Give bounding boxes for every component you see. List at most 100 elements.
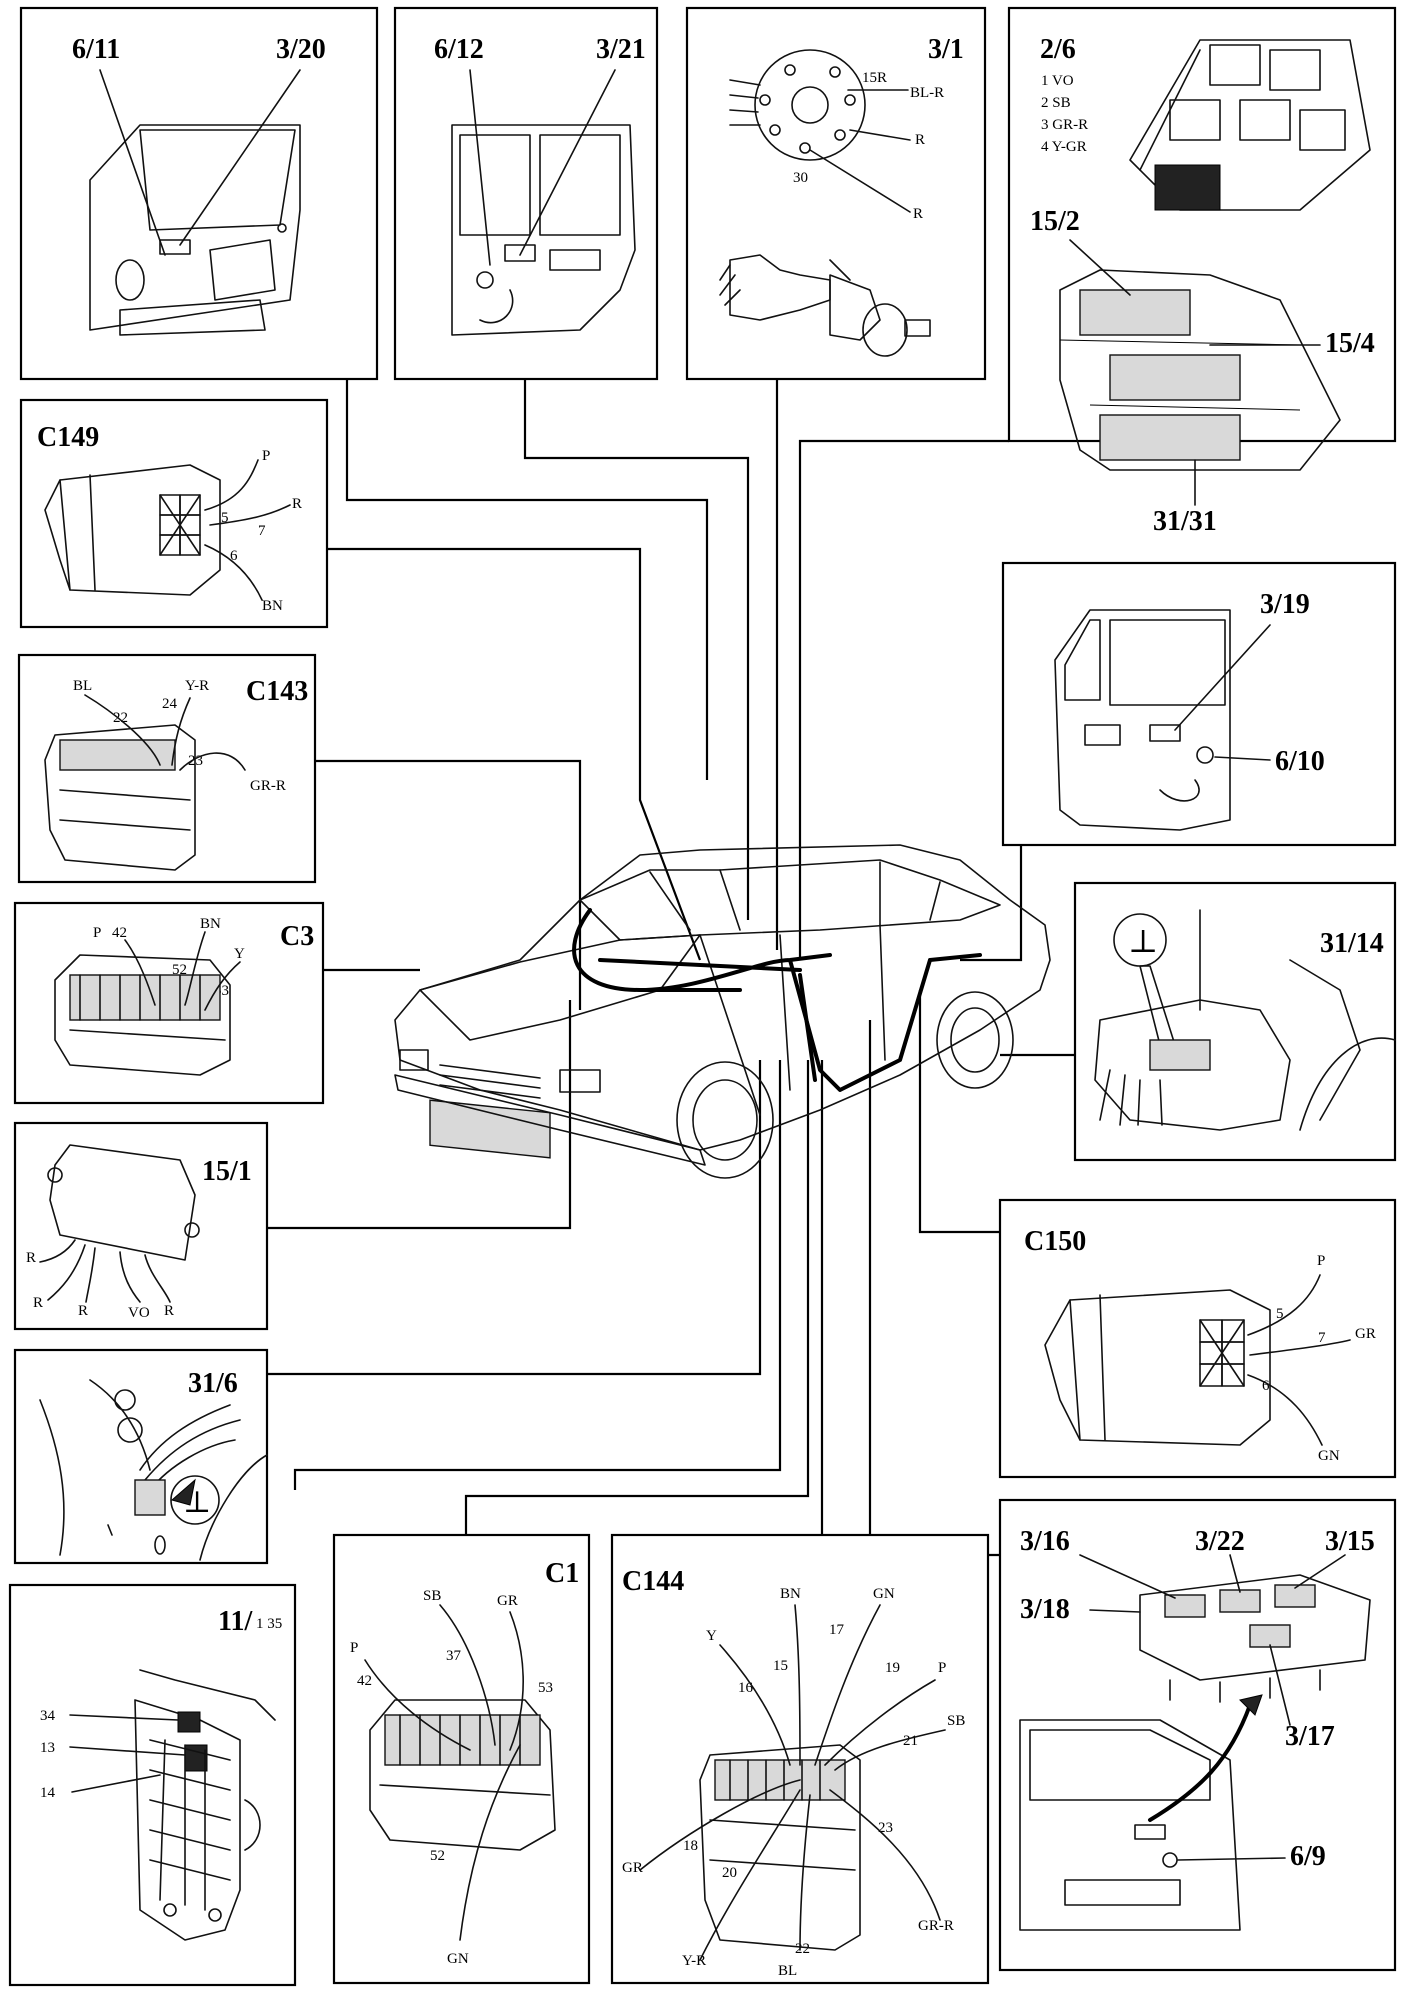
label-c149: C149 (37, 422, 99, 453)
wire-ground-316 (267, 1060, 762, 1376)
panel-c1: C1 SB GR P 37 42 53 52 GN (332, 1533, 591, 1985)
label-2-6: 2/6 (1040, 34, 1076, 65)
label-6-12: 6/12 (434, 34, 484, 65)
label-c3: C3 (280, 921, 314, 952)
relay-block (1129, 39, 1371, 211)
label-c150-gr: GR (1355, 1326, 1376, 1342)
label-c3-y: Y (234, 946, 245, 962)
c150-connector (1044, 1274, 1351, 1446)
label-c143-24: 24 (162, 696, 178, 712)
label-c144-21: 21 (903, 1733, 918, 1749)
ground-bracket (1094, 909, 1396, 1131)
label-6-11: 6/11 (72, 34, 120, 65)
wire-c1 (464, 1060, 810, 1535)
wire-rear-door-left (523, 379, 750, 920)
c149-connector (44, 459, 291, 601)
label-3-15: 3/15 (1325, 1526, 1375, 1557)
wire-front-door (345, 379, 709, 780)
label-r-2: R (913, 206, 923, 222)
label-31-6: 31/6 (188, 1368, 238, 1399)
label-fb-34: 34 (40, 1708, 56, 1724)
label-c144-gn: GN (873, 1586, 895, 1602)
c143-connector (44, 694, 246, 871)
label-c1-sb: SB (423, 1588, 441, 1604)
panel-rear-door-left: 6/12 3/21 (393, 6, 659, 381)
label-c144-19: 19 (885, 1660, 900, 1676)
label-r-1: R (915, 132, 925, 148)
c1-connector (364, 1604, 556, 1941)
label-c149-5: 5 (221, 510, 229, 526)
label-c1: C1 (545, 1558, 579, 1589)
label-c143-gr-r: GR-R (250, 778, 286, 794)
label-c149-bn: BN (262, 598, 283, 614)
label-3-22: 3/22 (1195, 1526, 1245, 1557)
label-c3-p: P (93, 925, 101, 941)
label-c144-23: 23 (878, 1820, 893, 1836)
ground-symbol-circle-316 (170, 1475, 220, 1525)
label-30: 30 (793, 170, 808, 186)
wire-c143 (315, 759, 582, 1010)
label-4-y-gr: 4 Y-GR (1041, 139, 1087, 155)
label-c143-y-r: Y-R (185, 678, 209, 694)
label-c144-17: 17 (829, 1622, 845, 1638)
wire-module-151 (267, 1000, 572, 1230)
label-c1-gr: GR (497, 1593, 518, 1609)
panel-c3: C3 P 42 BN 52 Y 53 (13, 901, 325, 1105)
label-c144-gr: GR (622, 1860, 643, 1876)
label-c3-52: 52 (172, 962, 187, 978)
label-151-vo: VO (128, 1305, 150, 1321)
wire-rear-door-right (960, 845, 1023, 962)
label-6-9: 6/9 (1290, 1841, 1326, 1872)
label-1-vo: 1 VO (1041, 73, 1074, 89)
wire-fusebox (293, 1060, 782, 1490)
label-15r: 15R (862, 70, 887, 86)
label-3-19: 3/19 (1260, 589, 1310, 620)
label-c143: C143 (246, 676, 308, 707)
label-fb-13: 13 (40, 1740, 55, 1756)
panel-fusebox: 11/ 1 35 34 13 14 (8, 1583, 297, 1987)
label-c1-gn: GN (447, 1951, 469, 1967)
front-door-outline (89, 124, 301, 331)
label-c144-20: 20 (722, 1865, 737, 1881)
label-31-14: 31/14 (1320, 928, 1384, 959)
label-15-4: 15/4 (1325, 328, 1375, 359)
label-3-1: 3/1 (928, 34, 964, 65)
c3-connector (54, 931, 241, 1076)
label-c149-7: 7 (258, 523, 266, 539)
panel-ground-3114: 31/14 ⊥ (1073, 881, 1397, 1162)
label-11: 11/ (218, 1606, 253, 1637)
ground-symbol: ⊥ (1128, 923, 1158, 959)
label-151-r3: R (78, 1303, 88, 1319)
panel-c143: C143 BL Y-R 22 24 23 GR-R (17, 653, 317, 884)
panel-front-door: 6/11 3/20 (19, 6, 379, 381)
label-c143-bl: BL (73, 678, 92, 694)
switch-block (1079, 1554, 1371, 1726)
fusebox-art (69, 1669, 276, 1941)
panel-rear-door-right: 3/19 6/10 (1001, 561, 1397, 847)
label-c150-gn: GN (1318, 1448, 1340, 1464)
label-bl-r: BL-R (910, 85, 944, 101)
fuse-relay-array (1059, 239, 1341, 506)
label-c3-bn: BN (200, 916, 221, 932)
panel-relay-center: 2/6 1 VO 2 SB 3 GR-R 4 Y-GR 15/2 15/4 31… (1007, 6, 1397, 537)
wire-c150 (918, 990, 1000, 1234)
label-c144-22: 22 (795, 1941, 810, 1957)
label-3-gr-r: 3 GR-R (1041, 117, 1088, 133)
ignition-switch (719, 254, 931, 357)
label-151-r4: R (164, 1303, 174, 1319)
label-6-10: 6/10 (1275, 746, 1325, 777)
ground-316-art (39, 1379, 268, 1561)
label-3-16: 3/16 (1020, 1526, 1070, 1557)
label-3-18: 3/18 (1020, 1594, 1070, 1625)
connection-wires (267, 379, 1075, 1557)
panel-c150: C150 P 5 7 GR 6 GN (998, 1198, 1397, 1479)
wire-c149 (327, 547, 702, 961)
rear-door-left-outline (451, 124, 636, 336)
label-c150-6: 6 (1262, 1378, 1270, 1394)
label-c144-sb: SB (947, 1713, 965, 1729)
label-135: 1 35 (256, 1616, 282, 1632)
label-c149-6: 6 (230, 548, 238, 564)
label-c1-p: P (350, 1640, 358, 1656)
label-151-r2: R (33, 1295, 43, 1311)
